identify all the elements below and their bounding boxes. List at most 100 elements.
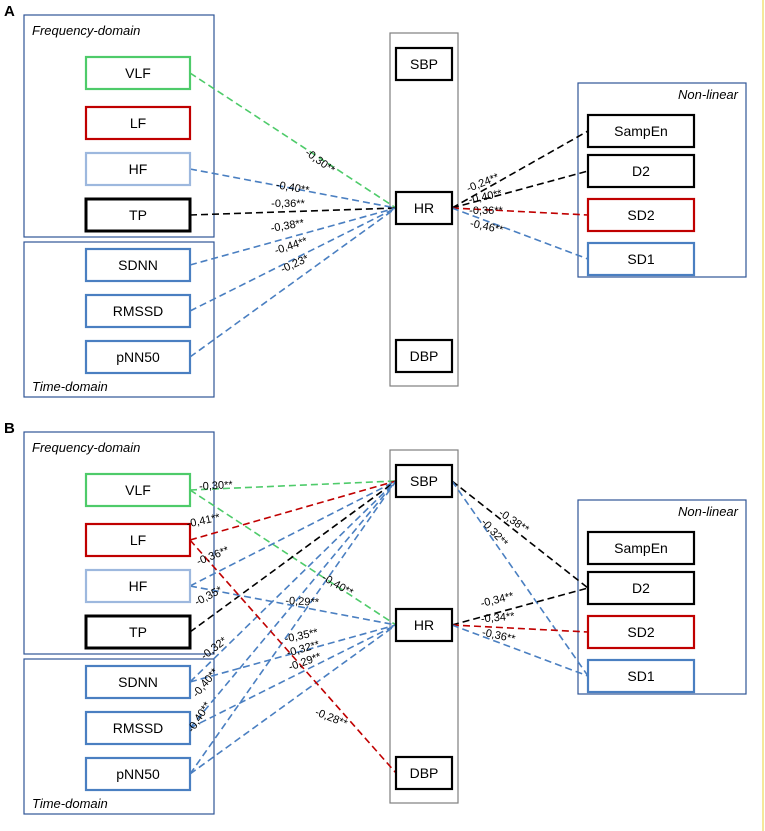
- frames-layer: AFrequency-domainTime-domainNon-linearBF…: [4, 3, 747, 815]
- node-tp: TP: [84, 197, 192, 233]
- node-label: RMSSD: [113, 303, 164, 319]
- edge-label-tp-sbp: -0,35*: [193, 584, 225, 609]
- edge-sdnn-sbp: [189, 480, 397, 683]
- edge-label-hf-sbp: -0,36**: [195, 544, 231, 568]
- node-sd1: SD1: [586, 241, 696, 277]
- node-pnn50: pNN50: [84, 339, 192, 375]
- node-dbp: DBP: [394, 755, 454, 791]
- node-box: [394, 463, 454, 499]
- frequency-domain-title: Frequency-domain: [32, 23, 140, 38]
- node-box: [394, 190, 454, 226]
- edge-vlf-hr: [189, 72, 397, 209]
- edge-label-rmssd-sbp: -0,40**: [190, 666, 221, 700]
- node-label: SampEn: [614, 123, 668, 139]
- node-label: SD2: [627, 624, 654, 640]
- node-vlf: VLF: [84, 55, 192, 91]
- node-rmssd: RMSSD: [84, 710, 192, 746]
- node-box: [586, 153, 696, 189]
- edge-label-hr-sd2: -0,36**: [469, 205, 503, 217]
- node-box: [84, 151, 192, 187]
- frequency-domain-title: Frequency-domain: [32, 440, 140, 455]
- time-domain-frame: [23, 658, 215, 815]
- node-box: [84, 339, 192, 375]
- node-sdnn: SDNN: [84, 247, 192, 283]
- node-sbp: SBP: [394, 46, 454, 82]
- node-label: pNN50: [116, 766, 160, 782]
- node-label: VLF: [125, 482, 151, 498]
- node-sampen: SampEn: [586, 530, 696, 566]
- node-sd2: SD2: [586, 614, 696, 650]
- edge-pnn50-hr: [189, 624, 397, 775]
- node-box: [84, 614, 192, 650]
- node-box: [586, 570, 696, 606]
- node-label: LF: [130, 532, 146, 548]
- node-d2: D2: [586, 570, 696, 606]
- edge-label-vlf-hr: -0,40**: [320, 572, 356, 600]
- edge-label-vlf-hr: -0,30**: [303, 147, 338, 177]
- edge-hr-d2: [451, 170, 589, 209]
- node-sd2: SD2: [586, 197, 696, 233]
- edge-rmssd-sbp: [189, 480, 397, 729]
- node-label: SBP: [410, 56, 438, 72]
- edge-vlf-sbp: [189, 480, 397, 491]
- edge-labels-layer: -0,30**-0,40**-0,36**-0,38**-0,44**-0,23…: [185, 147, 531, 735]
- edge-lf-sbp: [189, 480, 397, 541]
- non-linear-frame: [577, 499, 747, 695]
- non-linear-frame: [577, 82, 747, 278]
- node-tp: TP: [84, 614, 192, 650]
- edge-vlf-hr: [189, 489, 397, 626]
- edge-label-vlf-sbp: -0,30**: [199, 479, 234, 493]
- node-sampen: SampEn: [586, 113, 696, 149]
- node-d2: D2: [586, 153, 696, 189]
- node-label: RMSSD: [113, 720, 164, 736]
- node-box: [586, 530, 696, 566]
- non-linear-title: Non-linear: [678, 87, 739, 102]
- node-label: SBP: [410, 473, 438, 489]
- node-label: SD1: [627, 251, 654, 267]
- edges-layer: [189, 72, 589, 775]
- edge-hr-d2: [451, 587, 589, 626]
- edge-hr-sd2: [451, 207, 589, 216]
- node-label: D2: [632, 163, 650, 179]
- node-box: [586, 658, 696, 694]
- node-hr: HR: [394, 190, 454, 226]
- edge-tp-hr: [189, 207, 397, 216]
- node-box: [84, 247, 192, 283]
- node-box: [394, 607, 454, 643]
- node-label: TP: [129, 207, 147, 223]
- node-box: [84, 522, 192, 558]
- edge-label-hr-sd1: -0,46**: [469, 218, 505, 237]
- edge-hr-sd1: [451, 624, 589, 677]
- edge-label-hr-sd2: -0,34**: [480, 611, 515, 626]
- node-label: DBP: [410, 765, 439, 781]
- node-box: [84, 568, 192, 604]
- edge-rmssd-hr: [189, 207, 397, 312]
- node-label: SampEn: [614, 540, 668, 556]
- node-box: [84, 55, 192, 91]
- edge-sbp-sd1: [451, 480, 589, 677]
- node-box: [84, 197, 192, 233]
- node-label: SD1: [627, 668, 654, 684]
- node-label: LF: [130, 115, 146, 131]
- node-box: [394, 755, 454, 791]
- node-box: [84, 472, 192, 508]
- node-box: [586, 614, 696, 650]
- panel-letter-a: A: [4, 3, 15, 20]
- edge-hf-sbp: [189, 480, 397, 587]
- node-sdnn: SDNN: [84, 664, 192, 700]
- node-hf: HF: [84, 151, 192, 187]
- frequency-domain-frame: [23, 14, 215, 238]
- edge-pnn50-hr: [189, 207, 397, 358]
- node-box: [586, 241, 696, 277]
- node-lf: LF: [84, 522, 192, 558]
- node-label: VLF: [125, 65, 151, 81]
- node-label: SDNN: [118, 674, 158, 690]
- edge-label-hf-hr: -0,29**: [285, 595, 320, 609]
- node-label: DBP: [410, 348, 439, 364]
- node-label: HF: [129, 161, 148, 177]
- node-dbp: DBP: [394, 338, 454, 374]
- node-label: HF: [129, 578, 148, 594]
- frequency-domain-frame: [23, 431, 215, 655]
- node-box: [394, 46, 454, 82]
